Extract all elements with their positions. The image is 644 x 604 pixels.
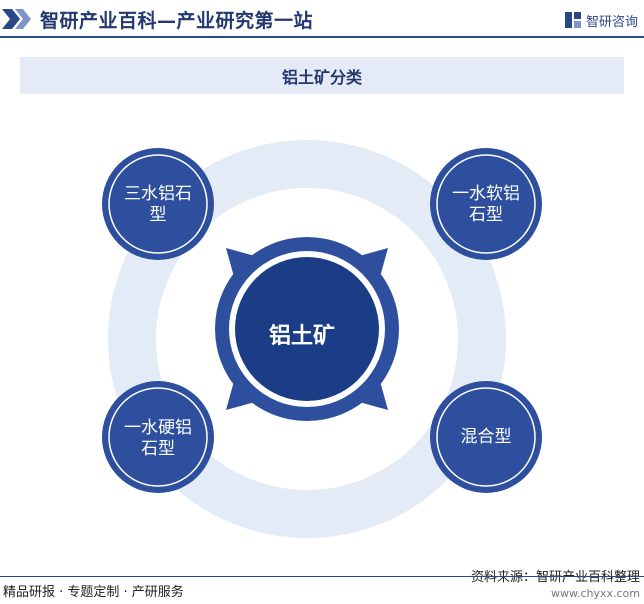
- node-bottom-left: [102, 381, 214, 493]
- node-bottom-right: [430, 381, 542, 493]
- node-label-line1: 一水硬铝: [124, 418, 192, 438]
- page-header: 智研产业百科—产业研究第一站 智研咨询: [0, 0, 644, 38]
- node-label-bottom-left: 一水硬铝 石型: [113, 418, 203, 460]
- node-label-line1: 混合型: [460, 427, 512, 447]
- header-chevron-icon: [2, 9, 31, 29]
- node-label-line1: 三水铝石: [124, 184, 192, 204]
- node-top-right: [430, 148, 542, 260]
- node-label-line2: 型: [149, 205, 167, 225]
- node-top-left: [102, 148, 214, 260]
- zhiyan-logo-icon: [564, 12, 581, 28]
- node-label-line2: 石型: [469, 205, 503, 225]
- header-title: 智研产业百科—产业研究第一站: [40, 10, 314, 32]
- node-label-bottom-right: 混合型: [441, 427, 531, 448]
- footer-divider: [0, 576, 644, 577]
- node-label-top-right: 一水软铝 石型: [441, 184, 531, 226]
- center-label: 铝土矿: [268, 323, 335, 349]
- diagram-title-bar: 铝土矿分类: [20, 57, 624, 94]
- header-divider: [0, 36, 644, 38]
- diagram-title: 铝土矿分类: [281, 67, 362, 87]
- node-label-line1: 一水软铝: [452, 184, 520, 204]
- brand: 智研咨询: [564, 10, 638, 30]
- center-decor: [215, 237, 399, 421]
- footer-source: 资料来源：智研产业百科整理: [470, 570, 640, 585]
- footer-services: 精品研报 · 专题定制 · 产研服务: [3, 585, 184, 600]
- background-ring: [108, 140, 506, 538]
- footer-url: www.chyxx.com: [550, 587, 640, 600]
- node-label-top-left: 三水铝石 型: [113, 184, 203, 226]
- node-label-line2: 石型: [141, 439, 175, 459]
- brand-name: 智研咨询: [585, 14, 638, 30]
